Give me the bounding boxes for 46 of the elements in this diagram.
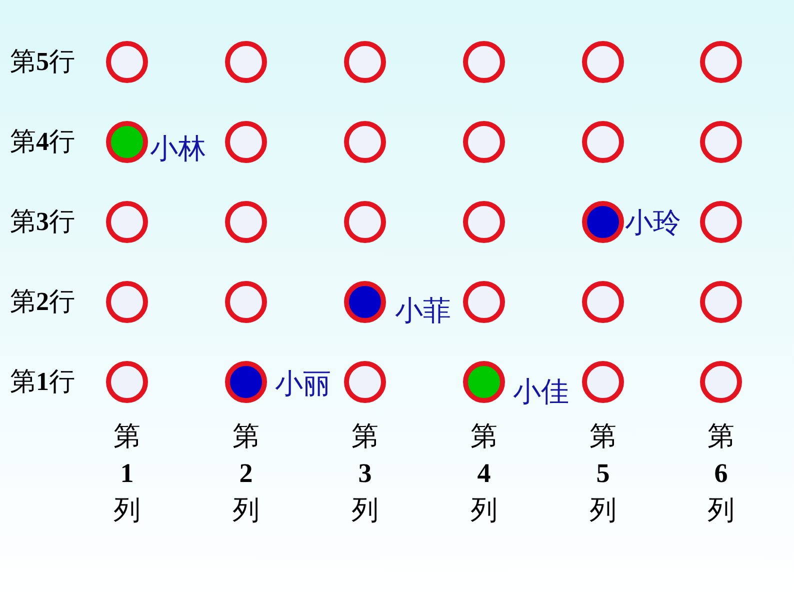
circle-icon (582, 361, 624, 403)
circle-icon (106, 41, 148, 83)
row-label: 第3行 (10, 207, 75, 237)
row-label: 第2行 (10, 287, 75, 317)
row-label: 第4行 (10, 127, 75, 157)
filled-circle-icon (344, 281, 386, 323)
person-name: 小菲 (395, 296, 451, 328)
column-label: 第2列 (232, 420, 260, 527)
circle-icon (582, 41, 624, 83)
circle-icon (344, 41, 386, 83)
circle-icon (700, 121, 742, 163)
circle-icon (106, 201, 148, 243)
circle-icon (463, 121, 505, 163)
circle-icon (700, 361, 742, 403)
circle-icon (344, 201, 386, 243)
circle-icon (463, 41, 505, 83)
column-label: 第1列 (112, 420, 142, 527)
circle-icon (225, 281, 267, 323)
circle-icon (700, 41, 742, 83)
circle-icon (344, 361, 386, 403)
circle-icon (463, 281, 505, 323)
circle-icon (106, 361, 148, 403)
filled-circle-icon (106, 121, 148, 163)
row-label: 第1行 (10, 367, 75, 397)
person-name: 小林 (150, 134, 206, 166)
circle-icon (700, 281, 742, 323)
row-label: 第5行 (10, 47, 75, 77)
column-label: 第3列 (350, 420, 380, 527)
circle-icon (582, 281, 624, 323)
filled-circle-icon (582, 201, 624, 243)
circle-icon (463, 201, 505, 243)
person-name: 小佳 (513, 377, 569, 409)
column-label: 第6列 (706, 420, 736, 527)
circle-icon (344, 121, 386, 163)
person-name: 小丽 (275, 369, 331, 401)
circle-icon (106, 281, 148, 323)
circle-icon (582, 121, 624, 163)
circle-icon (225, 121, 267, 163)
filled-circle-icon (225, 361, 267, 403)
circle-icon (225, 41, 267, 83)
column-label: 第4列 (470, 420, 498, 527)
circle-icon (225, 201, 267, 243)
column-label: 第5列 (588, 420, 618, 527)
circle-icon (700, 201, 742, 243)
filled-circle-icon (463, 361, 505, 403)
person-name: 小玲 (625, 208, 681, 240)
